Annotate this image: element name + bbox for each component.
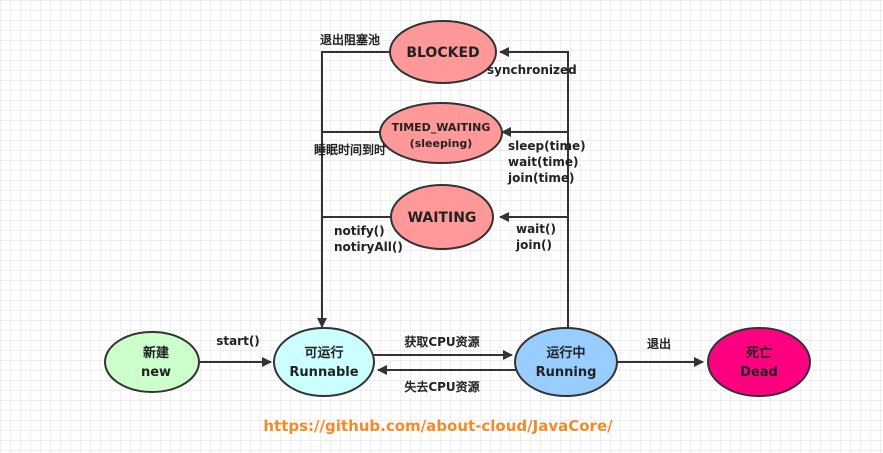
edge-synchronized bbox=[499, 47, 569, 330]
state-waiting: WAITING bbox=[390, 184, 494, 250]
label-start: start() bbox=[216, 334, 260, 348]
state-timed-waiting-sub: (sleeping) bbox=[410, 137, 473, 150]
state-running-shape bbox=[514, 327, 618, 397]
label-exit-block-pool: 退出阻塞池 bbox=[320, 32, 380, 47]
label-wait: wait() bbox=[516, 222, 556, 236]
label-exit: 退出 bbox=[647, 336, 671, 351]
label-notify-all: notiryAll() bbox=[334, 240, 403, 254]
label-lose-cpu: 失去CPU资源 bbox=[404, 379, 479, 394]
state-runnable: 可运行 Runnable bbox=[273, 327, 375, 397]
state-dead-name-en: Dead bbox=[740, 365, 778, 380]
state-blocked: BLOCKED bbox=[389, 20, 497, 84]
state-dead-name-cn: 死亡 bbox=[746, 345, 772, 361]
label-notify: notify() bbox=[334, 224, 385, 238]
state-running: 运行中 Running bbox=[514, 327, 618, 397]
label-acquire-cpu: 获取CPU资源 bbox=[403, 334, 479, 349]
label-wait-time: wait(time) bbox=[508, 155, 579, 169]
state-dead: 死亡 Dead bbox=[707, 327, 811, 397]
state-dead-shape bbox=[707, 327, 811, 397]
state-new-shape bbox=[104, 331, 200, 393]
label-sleep-time: sleep(time) bbox=[508, 139, 586, 153]
state-timed-waiting-shape bbox=[379, 102, 503, 164]
state-new-name-cn: 新建 bbox=[143, 345, 169, 361]
state-new: 新建 new bbox=[104, 331, 200, 393]
footer-link[interactable]: https://github.com/about-cloud/JavaCore/ bbox=[263, 417, 613, 435]
state-waiting-shape bbox=[390, 184, 494, 250]
label-sleep-timeout: 睡眠时间到时 bbox=[314, 142, 386, 157]
state-runnable-name-en: Runnable bbox=[289, 365, 358, 380]
edge-exit-block-pool bbox=[317, 51, 390, 328]
state-blocked-name: BLOCKED bbox=[406, 45, 479, 61]
label-synchronized: synchronized bbox=[487, 63, 577, 77]
state-running-name-cn: 运行中 bbox=[546, 345, 585, 361]
label-join-time: join(time) bbox=[507, 171, 574, 185]
state-timed-waiting: TIMED_WAITING (sleeping) bbox=[379, 102, 503, 164]
state-runnable-shape bbox=[273, 327, 375, 397]
state-blocked-shape bbox=[389, 20, 497, 84]
state-waiting-name: WAITING bbox=[408, 210, 477, 226]
state-running-name-en: Running bbox=[536, 365, 597, 380]
state-timed-waiting-name: TIMED_WAITING bbox=[392, 121, 491, 134]
state-runnable-name-cn: 可运行 bbox=[304, 345, 343, 361]
label-join: join() bbox=[515, 238, 552, 252]
state-new-name-en: new bbox=[141, 365, 171, 380]
edges bbox=[198, 47, 704, 375]
